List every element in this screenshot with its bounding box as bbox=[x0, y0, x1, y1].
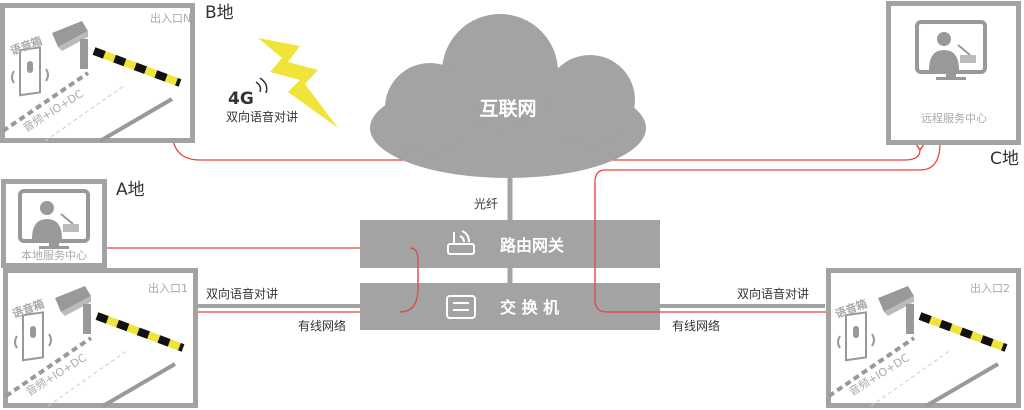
entrance-label: 出入口2 bbox=[970, 281, 1010, 295]
switch-label: 交 换 机 bbox=[500, 298, 559, 317]
local-service-center: 本地服务中心 bbox=[1, 179, 107, 268]
router-box bbox=[360, 220, 660, 268]
remote-service-center: 远程服务中心 bbox=[886, 1, 1021, 145]
left-voice-label: 双向语音对讲 bbox=[206, 286, 278, 301]
site-c-label: C地 bbox=[990, 149, 1019, 169]
fiber-label: 光纤 bbox=[474, 197, 498, 211]
switch-icon bbox=[446, 295, 476, 319]
internet-label: 互联网 bbox=[479, 98, 536, 120]
signal-icon bbox=[255, 77, 268, 94]
router-label: 路由网关 bbox=[500, 236, 564, 255]
entrance-2-box: 出入口2 语音箱 音频+IO+DC bbox=[829, 271, 1019, 407]
remote-center-label: 远程服务中心 bbox=[921, 112, 987, 125]
site-a-label: A地 bbox=[116, 180, 145, 200]
local-center-label: 本地服务中心 bbox=[21, 248, 87, 262]
signal-path-overlay bbox=[594, 182, 660, 313]
right-voice-label: 双向语音对讲 bbox=[737, 286, 809, 301]
entrance-n-box: 出入口N 语音箱 音频+IO+DC bbox=[3, 6, 193, 142]
site-b-label: B地 bbox=[205, 3, 234, 23]
router-icon bbox=[447, 230, 475, 255]
entrance-1-box: 出入口1 语音箱 音频+IO+DC bbox=[6, 271, 196, 407]
wireless-label: 双向语音对讲 bbox=[226, 109, 298, 124]
lightning-icon bbox=[258, 38, 338, 128]
right-wired-label: 有线网络 bbox=[672, 318, 720, 333]
entrance-label: 出入口N bbox=[150, 11, 191, 25]
entrance-label: 出入口1 bbox=[148, 281, 188, 295]
4g-badge: 4G bbox=[228, 89, 254, 109]
left-wired-label: 有线网络 bbox=[298, 318, 346, 333]
internet-cloud bbox=[370, 14, 646, 178]
switch-box bbox=[360, 283, 660, 330]
signal-path-overlay bbox=[399, 247, 419, 313]
